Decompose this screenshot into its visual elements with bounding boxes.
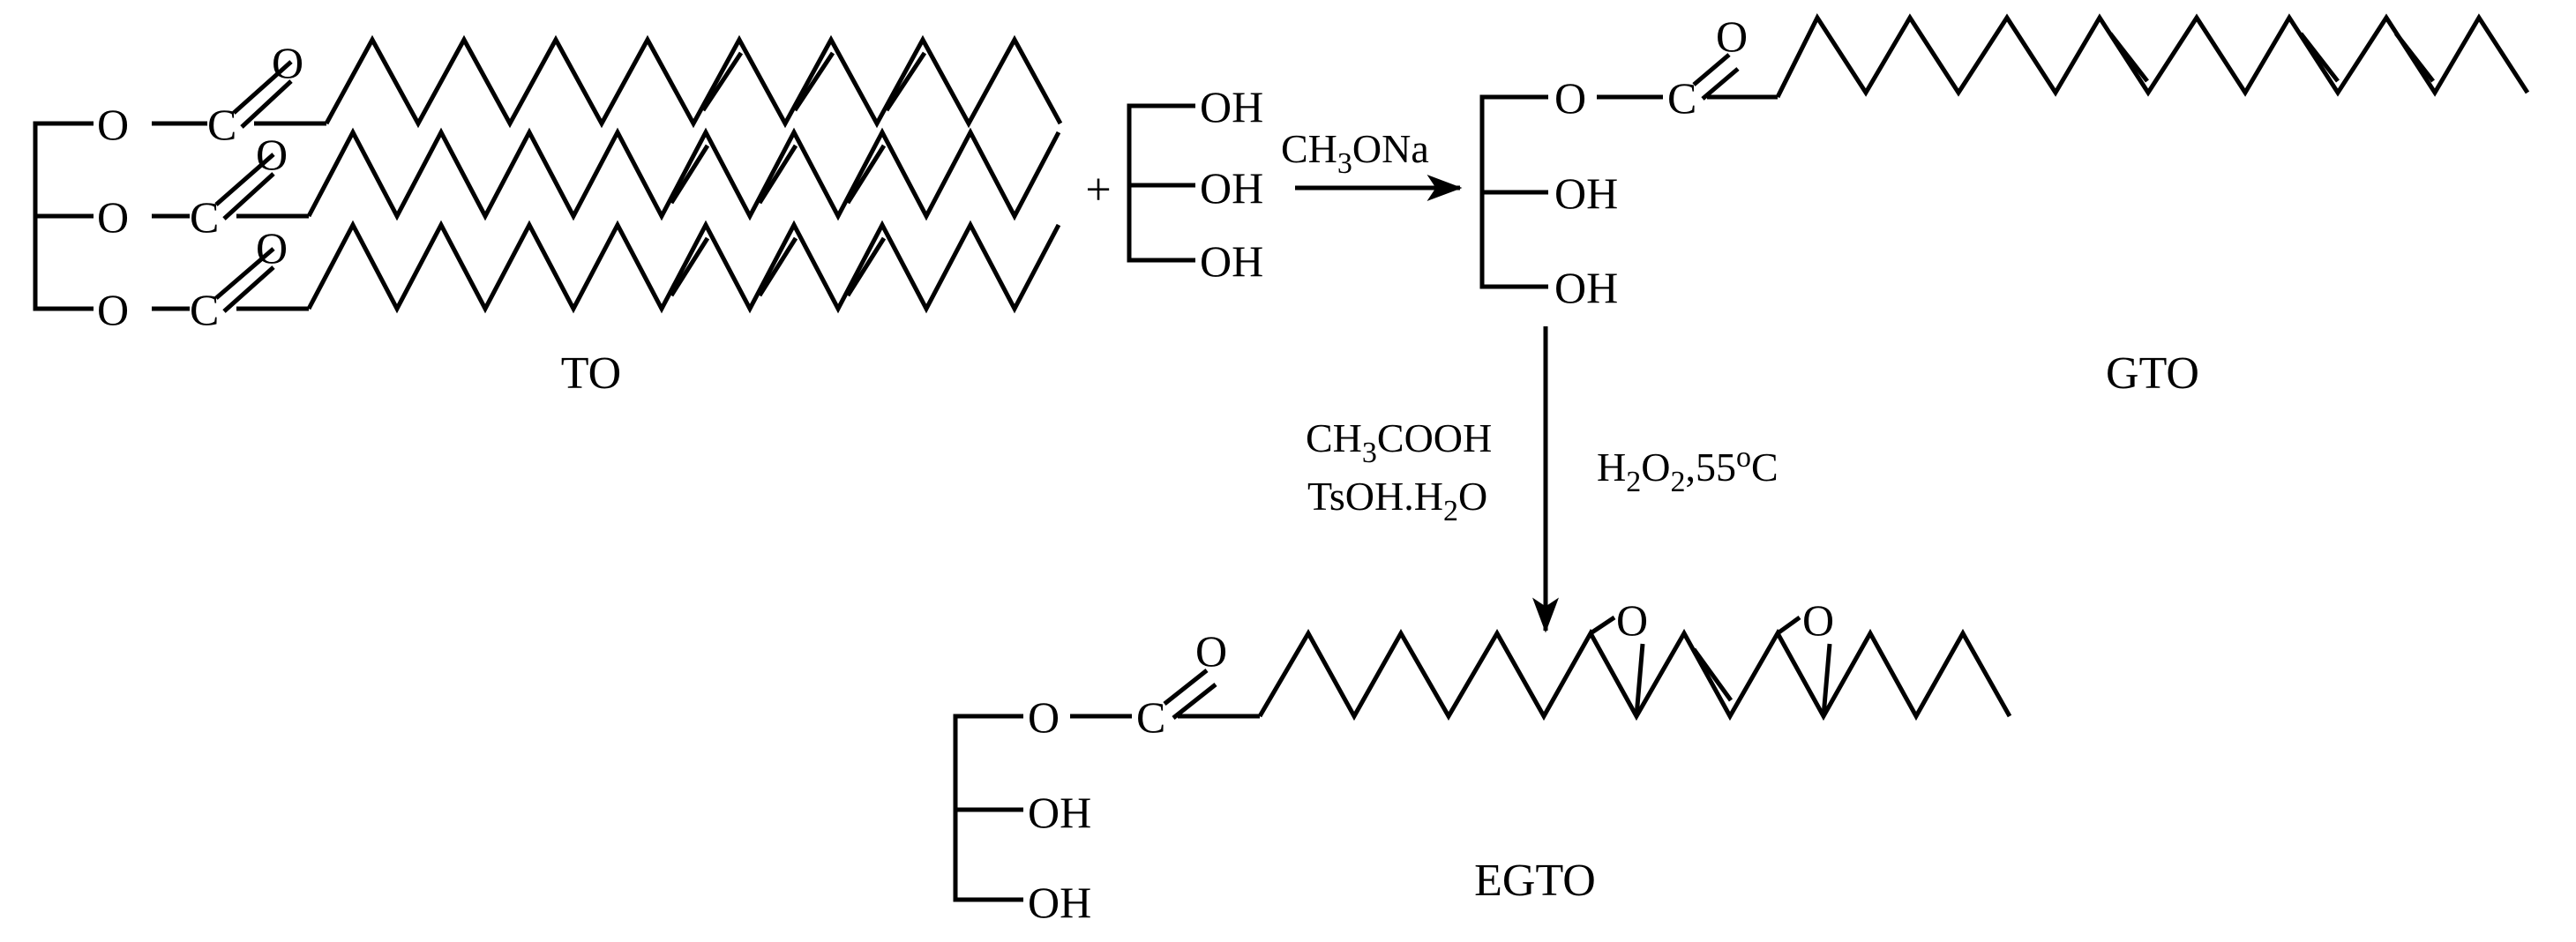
reagent-peroxide-temperature: H2O2,55oC <box>1597 441 1778 498</box>
glycerol-backbone <box>1127 103 1195 263</box>
catalyst-ch3ona: CH3ONa <box>1281 126 1429 180</box>
egto-epoxide-bonds-2 <box>1776 615 1832 717</box>
egto-double-bond <box>1691 647 1734 702</box>
to-carbonyl-carbon-1: C <box>207 100 236 149</box>
to-ester-bonds <box>152 60 326 313</box>
reagent-acetic-acid: CH3COOH <box>1306 415 1492 469</box>
gto-label: GTO <box>2106 348 2199 399</box>
egto-label: EGTO <box>1474 856 1596 906</box>
gto-glycerol-backbone <box>1479 94 1548 289</box>
gto-hydroxyl-2: OH <box>1554 263 1618 312</box>
egto-carbonyl-oxygen: O <box>1195 626 1227 676</box>
egto-hydroxyl-2: OH <box>1028 878 1091 927</box>
to-fatty-chain-2 <box>306 127 1061 221</box>
gto-ester-bonds <box>1597 53 1778 101</box>
egto-carbonyl-carbon: C <box>1136 692 1165 742</box>
glycerol-molecule: OH OH OH <box>1127 82 1263 286</box>
glycerol-hydroxyl-3: OH <box>1200 236 1263 286</box>
egto-epoxide-oxygen-1: O <box>1616 595 1648 645</box>
to-fatty-chain-1 <box>324 34 1063 129</box>
to-carbonyl-carbon-3: C <box>190 285 219 334</box>
to-carbonyl-oxygen-1: O <box>272 38 303 87</box>
egto-epoxide-bonds-1 <box>1589 615 1645 717</box>
to-ester-oxygen-2: O <box>97 192 129 242</box>
egto-fatty-chain <box>1257 628 2012 721</box>
to-ester-oxygen-3: O <box>97 285 129 334</box>
glycerol-hydroxyl-2: OH <box>1200 163 1263 213</box>
to-fatty-chain-3 <box>306 220 1061 314</box>
glycerol-hydroxyl-1: OH <box>1200 82 1263 131</box>
to-fatty-chain-2-double-bonds <box>669 144 887 205</box>
reagent-tsoh-hydrate: TsOH.H2O <box>1307 474 1487 527</box>
gto-fatty-chain-double-bonds <box>2108 32 2435 83</box>
to-carbonyl-oxygen-2: O <box>256 130 288 179</box>
gto-molecule: O C O OH OH <box>1479 11 2530 312</box>
to-ester-oxygen-1: O <box>97 100 129 149</box>
to-label: TO <box>561 348 621 399</box>
plus-sign: + <box>1085 165 1111 215</box>
gto-carbonyl-oxygen: O <box>1716 11 1748 61</box>
egto-molecule: O C O O O OH OH <box>953 595 2012 927</box>
egto-epoxide-oxygen-2: O <box>1802 595 1834 645</box>
to-fatty-chain-1-double-bonds <box>700 51 927 112</box>
to-carbonyl-oxygen-3: O <box>256 223 288 273</box>
egto-ester-bonds <box>1070 669 1260 720</box>
gto-ester-oxygen: O <box>1554 73 1586 123</box>
gto-hydroxyl-1: OH <box>1554 168 1618 218</box>
egto-ester-oxygen: O <box>1028 692 1060 742</box>
gto-carbonyl-carbon: C <box>1667 73 1696 123</box>
to-fatty-chain-3-double-bonds <box>669 236 887 297</box>
to-glycerol-backbone <box>33 121 94 311</box>
egto-hydroxyl-1: OH <box>1028 788 1091 837</box>
egto-glycerol-backbone <box>953 714 1023 902</box>
to-molecule: O C O O C O O C O <box>33 34 1063 334</box>
to-carbonyl-carbon-2: C <box>190 192 219 242</box>
